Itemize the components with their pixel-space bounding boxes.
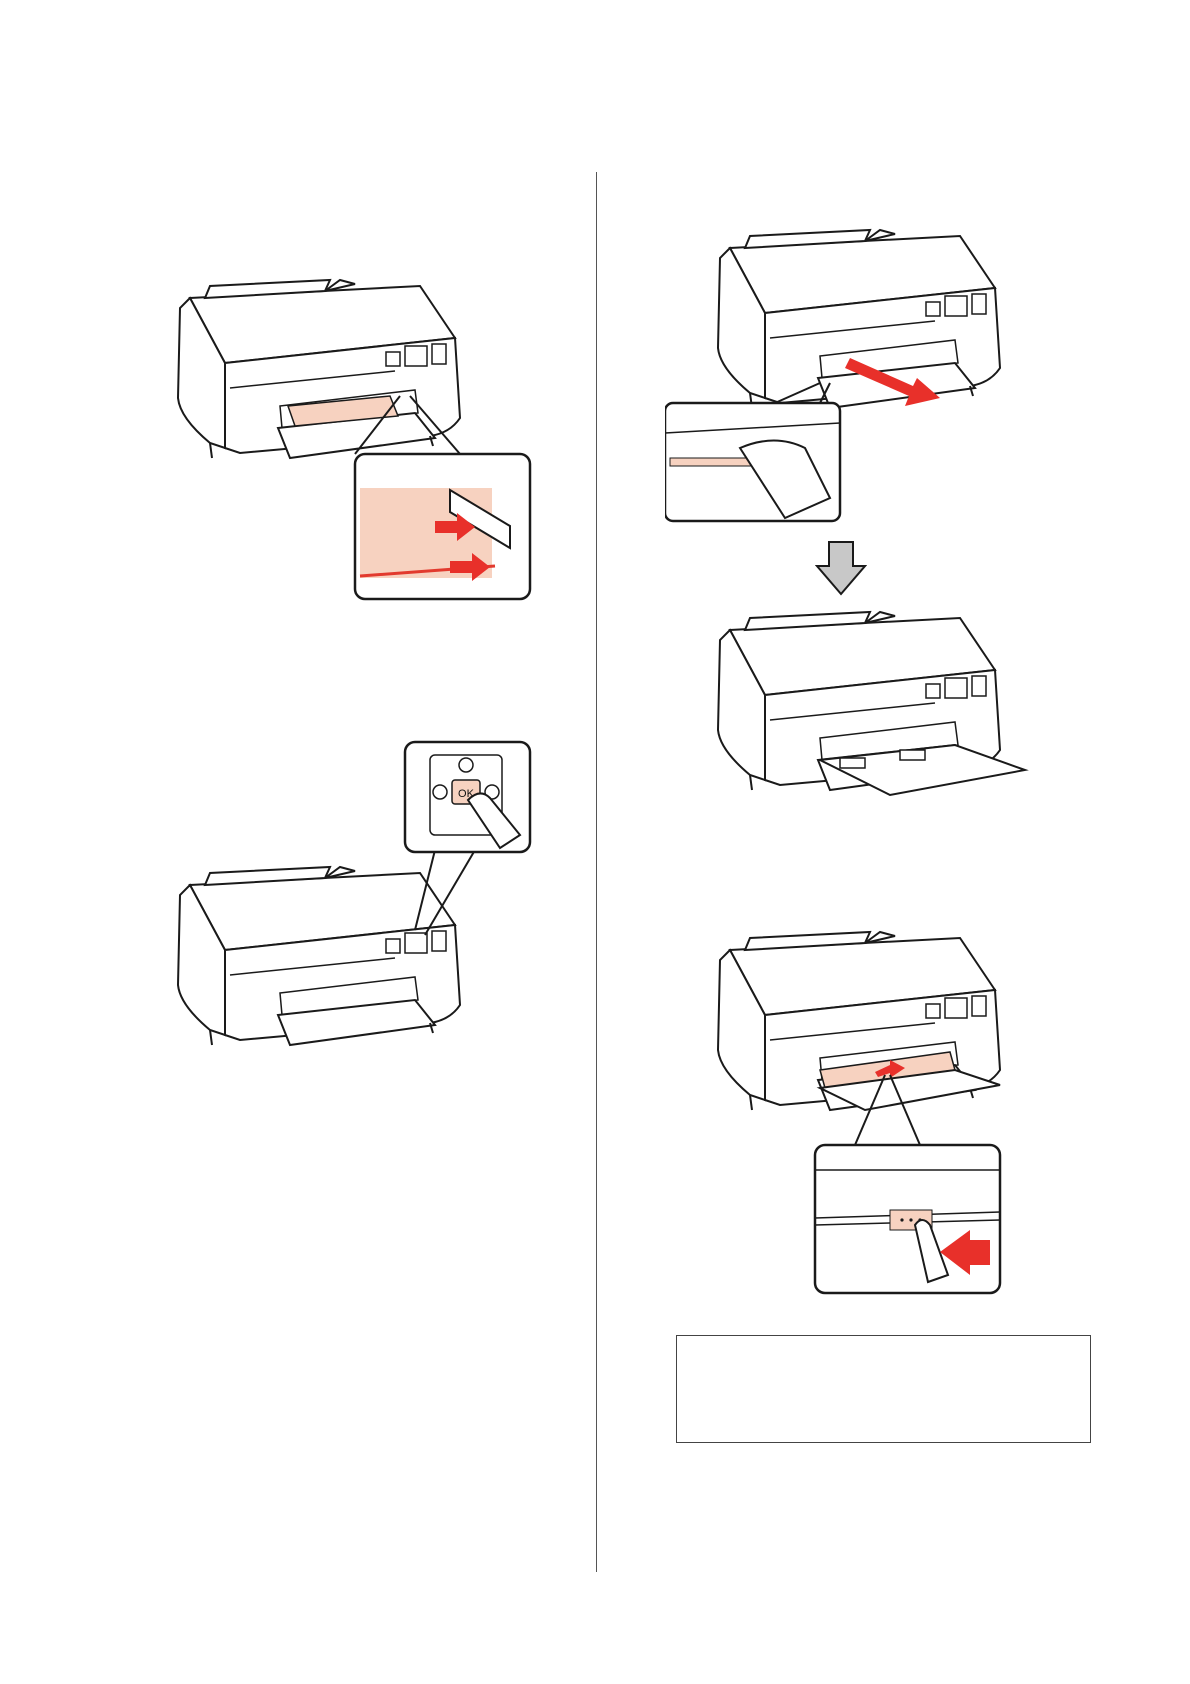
control-panel-zoom: OK (405, 742, 530, 852)
figure-remove-paper (665, 218, 1025, 528)
zoom-callout-icon (665, 403, 840, 521)
figure-press-ok: OK (150, 740, 540, 1050)
column-divider (596, 172, 597, 1572)
figure-insert-paper (690, 920, 1030, 1300)
zoom-callout-icon (815, 1145, 1000, 1293)
figure-tray-extended (690, 600, 1030, 800)
down-arrow-icon (815, 540, 867, 596)
note-box (676, 1335, 1091, 1443)
zoom-callout-icon (355, 454, 530, 599)
figure-load-paper (150, 268, 540, 608)
